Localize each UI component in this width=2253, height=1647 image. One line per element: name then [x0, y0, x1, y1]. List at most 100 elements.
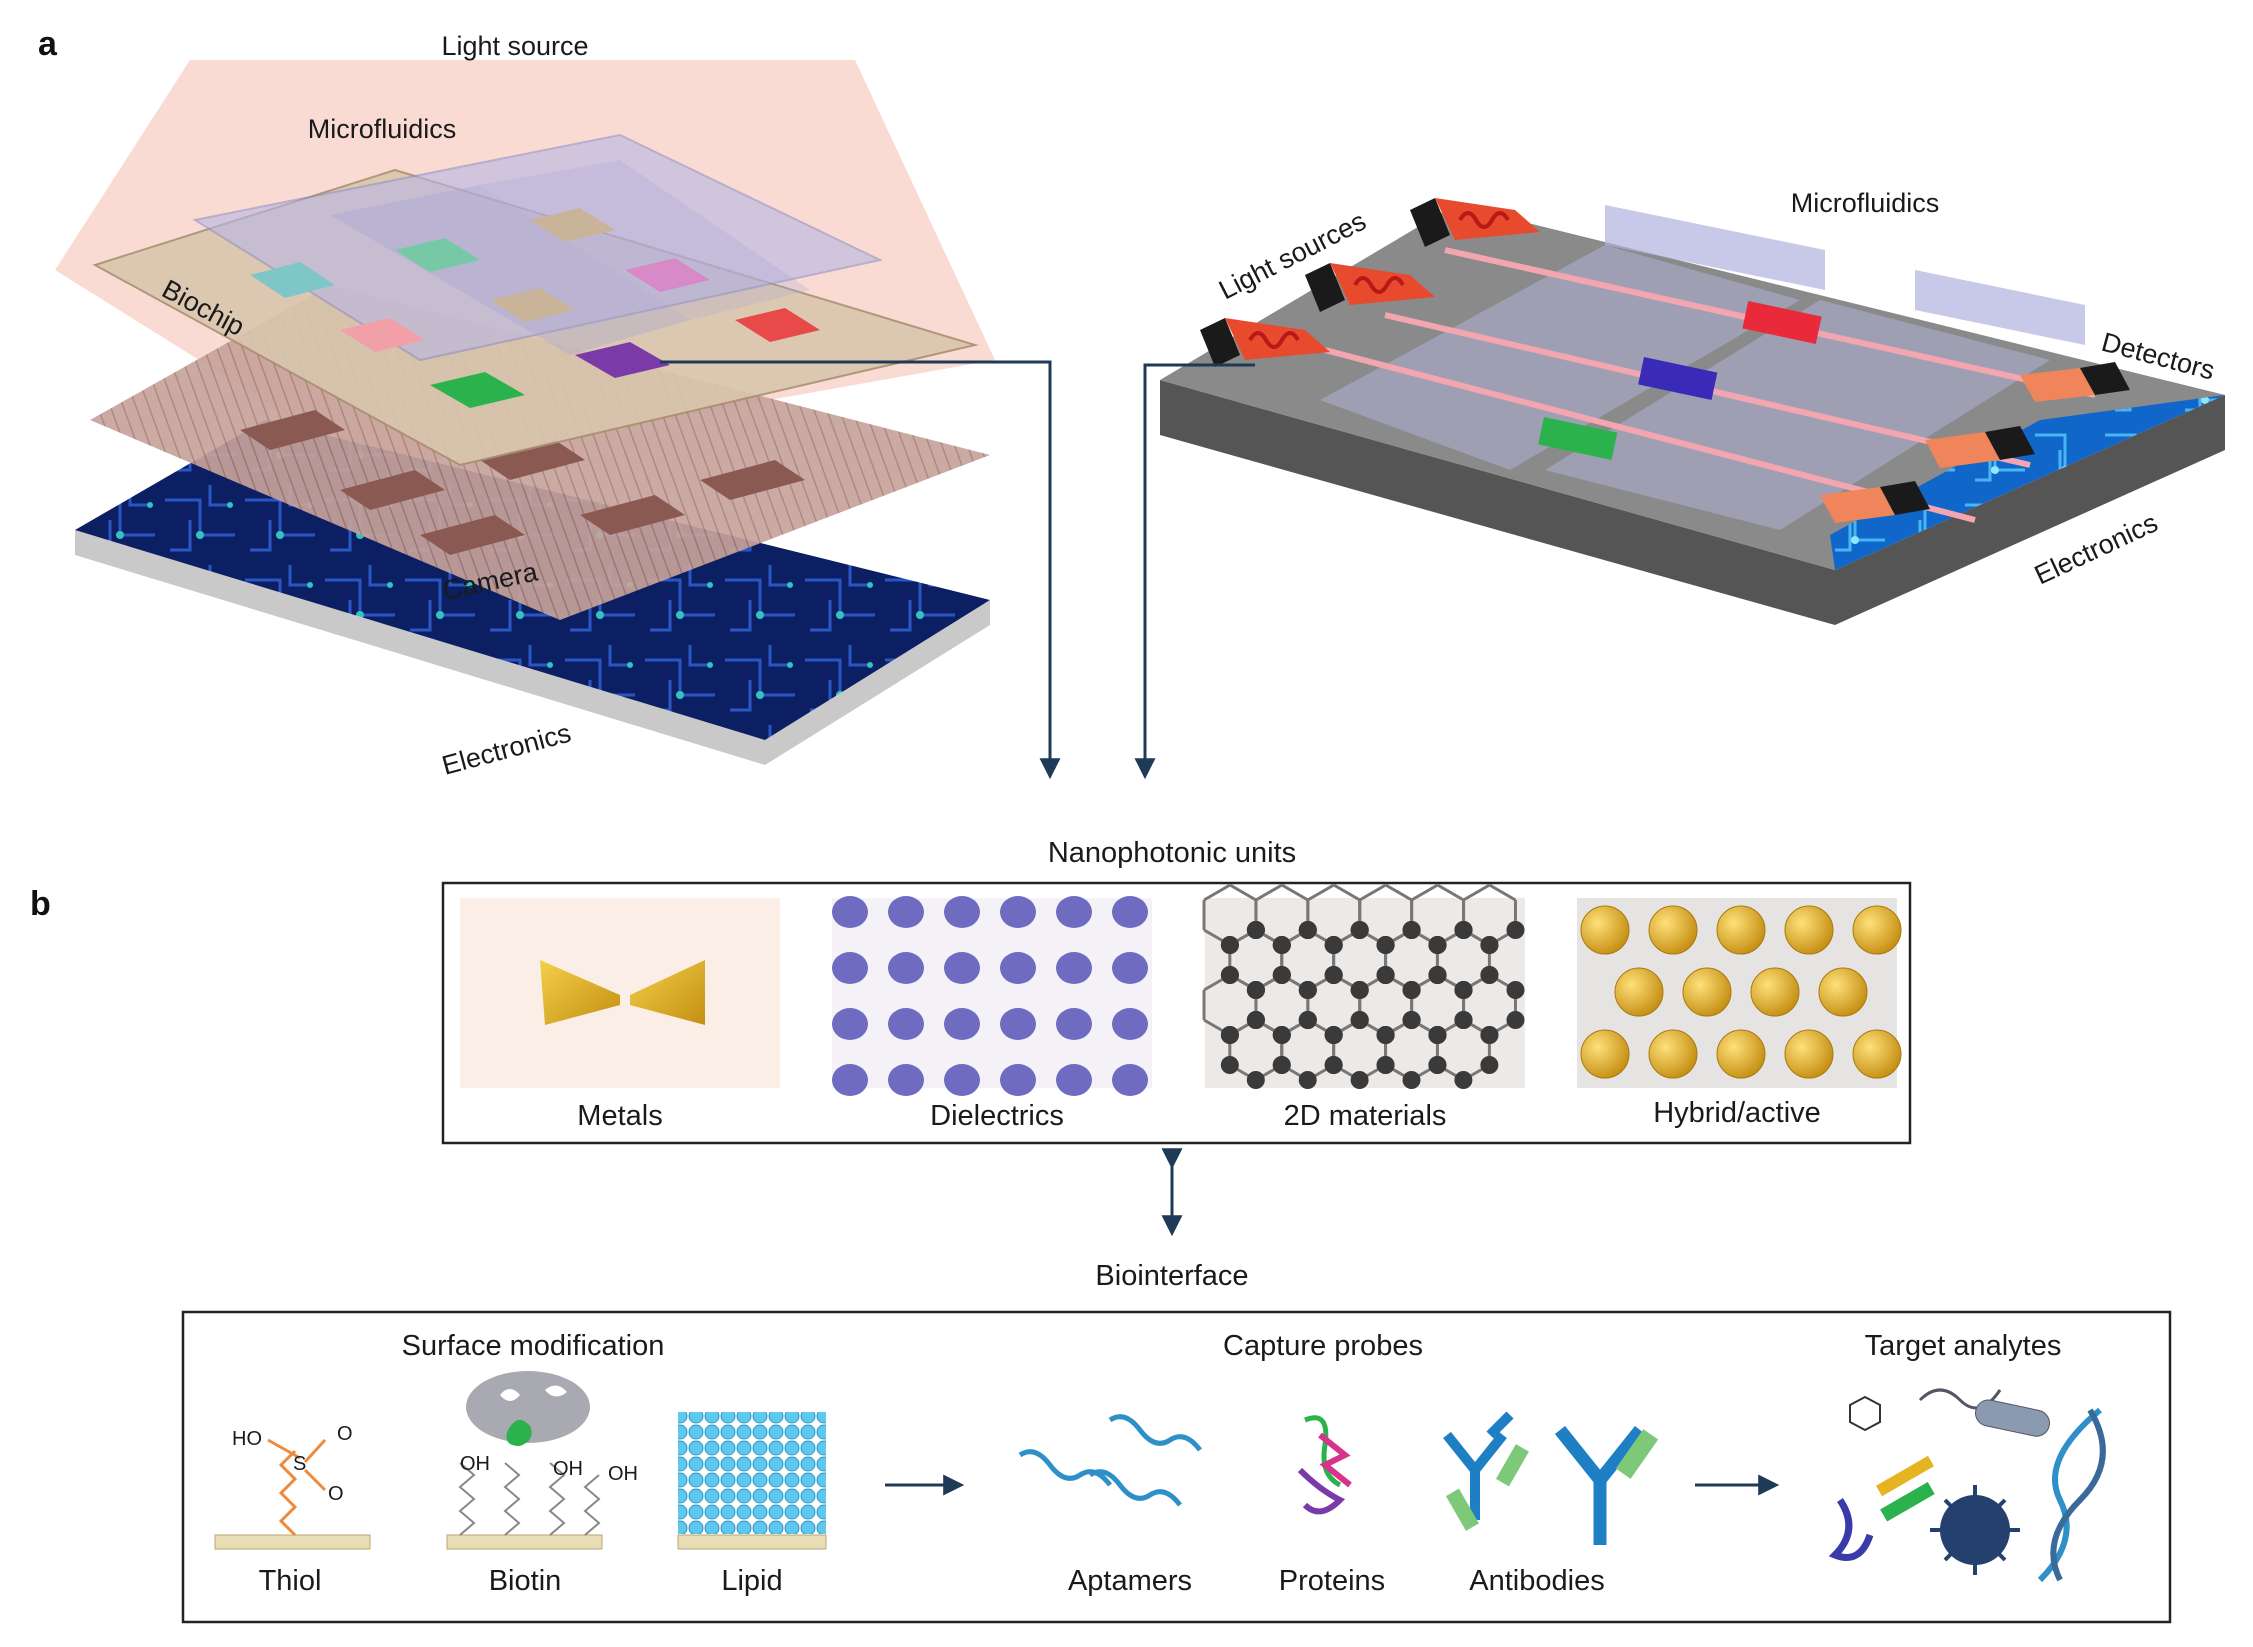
laser-source — [1305, 263, 1435, 312]
thiol-group-o1: O — [337, 1423, 353, 1445]
carbon-atom — [1350, 1011, 1369, 1029]
dielectric-disk — [1000, 1008, 1036, 1040]
dielectric-disk — [1000, 1064, 1036, 1096]
gold-nanosphere — [1614, 967, 1664, 1017]
carbon-atom — [1480, 1026, 1499, 1044]
gold-nanosphere — [1682, 967, 1732, 1017]
label-electronics-left: Electronics — [439, 718, 574, 781]
dielectric-disk — [1112, 1064, 1148, 1096]
camera-pixel-block — [420, 515, 525, 555]
heading-target-analytes: Target analytes — [1865, 1330, 2062, 1362]
label-microfluidics-left: Microfluidics — [308, 114, 457, 144]
microfluidic-block — [1605, 205, 1825, 290]
laser-source — [1200, 318, 1330, 367]
dielectric-disk — [832, 952, 868, 984]
connector-left — [660, 360, 1061, 780]
dielectric-disk — [1112, 1008, 1148, 1040]
dielectric-disk — [1056, 1008, 1092, 1040]
sensor-grating-blue — [1638, 357, 1718, 400]
panel-a-letter: a — [38, 25, 58, 63]
dielectric-disk — [1056, 1064, 1092, 1096]
carbon-atom — [1220, 1056, 1239, 1074]
dielectric-disk — [888, 952, 924, 984]
carbon-atom — [1272, 936, 1291, 954]
left-sensor-stack — [55, 60, 995, 765]
label-aptamers: Aptamers — [1068, 1565, 1192, 1597]
dielectric-disk — [888, 1008, 924, 1040]
camera-pixel-block — [240, 410, 345, 450]
carbon-atom — [1298, 981, 1317, 999]
chip-substrate-side — [1160, 380, 2225, 625]
sensor-array — [575, 342, 670, 378]
gold-nanosphere — [1716, 905, 1766, 955]
carbon-atom — [1506, 921, 1525, 939]
dielectric-disk — [1112, 896, 1148, 928]
heading-surface-modification: Surface modification — [402, 1330, 665, 1362]
unit-label-metals: Metals — [577, 1100, 662, 1132]
dielectric-disk — [1056, 952, 1092, 984]
carbon-atom — [1220, 936, 1239, 954]
carbon-atom — [1454, 981, 1473, 999]
detector — [1925, 426, 2035, 468]
dielectric-disk — [1056, 896, 1092, 928]
dielectric-disk — [1000, 896, 1036, 928]
camera-pixel-block — [340, 470, 445, 510]
dielectric-disk — [944, 1064, 980, 1096]
biotin-group-oh3: OH — [608, 1463, 638, 1485]
dielectric-disk — [944, 952, 980, 984]
carbon-atom — [1402, 921, 1421, 939]
gold-nanosphere — [1784, 1029, 1834, 1079]
graphene-bond — [1281, 883, 1309, 902]
thiol-group-o2: O — [328, 1483, 344, 1505]
right-photonic-chip — [1160, 198, 2225, 625]
thiol-group-ho: HO — [232, 1428, 262, 1450]
carbon-atom — [1454, 1011, 1473, 1029]
carbon-atom — [1376, 1026, 1395, 1044]
laser-source — [1410, 198, 1540, 247]
sensor-array — [490, 288, 575, 322]
antibodies-illustration — [1443, 1411, 1659, 1545]
dielectric-disk — [832, 896, 868, 928]
microfluidics-channel-wall — [330, 185, 690, 355]
graphene-bond — [1255, 883, 1283, 902]
target-analytes-illustration — [1828, 1388, 2106, 1583]
carbon-atom — [1350, 981, 1369, 999]
panel-b-letter: b — [30, 885, 51, 923]
biointerface-box — [181, 1310, 2172, 1624]
graphene-bond — [1436, 883, 1465, 902]
gold-nanosphere — [1750, 967, 1800, 1017]
dielectric-disk — [832, 1064, 868, 1096]
carbon-atom — [1246, 1011, 1265, 1029]
carbon-atom — [1454, 921, 1473, 939]
carbon-atom — [1272, 1056, 1291, 1074]
carbon-atom — [1402, 1071, 1421, 1089]
carbon-atom — [1324, 966, 1343, 984]
carbon-atom — [1428, 1056, 1447, 1074]
camera-pixel-block — [480, 440, 585, 480]
gold-nanosphere — [1818, 967, 1868, 1017]
sensor-array — [625, 258, 710, 292]
sensor-array — [395, 238, 480, 272]
detector — [2020, 362, 2130, 402]
gold-bowtie-left — [540, 960, 620, 1025]
carbon-atom — [1324, 936, 1343, 954]
label-thiol: Thiol — [259, 1565, 322, 1597]
graphene-bond — [1203, 883, 1231, 902]
carbon-atom — [1324, 1026, 1343, 1044]
carbon-atom — [1506, 1011, 1525, 1029]
nanophotonic-title: Nanophotonic units — [1048, 837, 1296, 869]
carbon-atom — [1376, 1056, 1395, 1074]
gold-nanosphere — [1852, 905, 1902, 955]
biotin-illustration — [446, 1371, 603, 1550]
label-light-source: Light source — [441, 31, 588, 61]
sensor-array — [430, 372, 525, 408]
dielectric-disk — [1112, 952, 1148, 984]
carbon-atom — [1454, 1071, 1473, 1089]
biotin-group-oh2: OH — [553, 1458, 583, 1480]
dielectric-disk — [888, 1064, 924, 1096]
carbon-atom — [1428, 1026, 1447, 1044]
unit-label-2d-materials: 2D materials — [1284, 1100, 1447, 1132]
carbon-atom — [1428, 966, 1447, 984]
2d-materials-tile — [1202, 883, 1525, 1089]
